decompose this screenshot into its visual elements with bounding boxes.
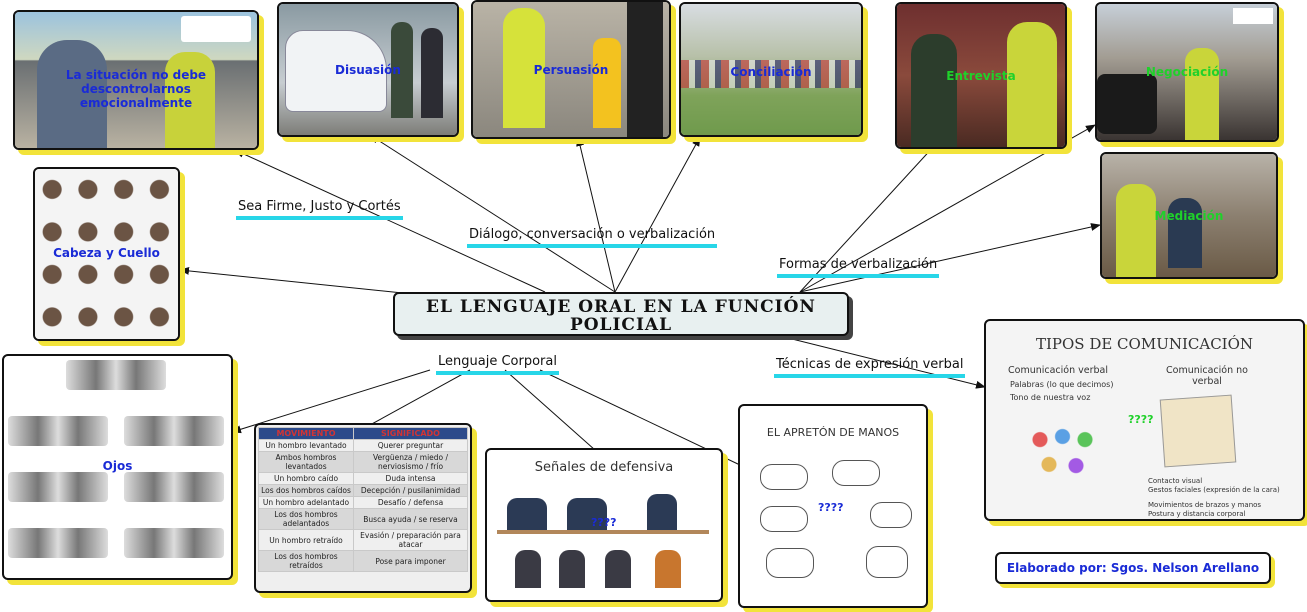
tipos-noverbal-item: Gestos faciales (expresión de la cara) (1148, 486, 1280, 494)
table-cell: Evasión / preparación para atacar (353, 529, 468, 551)
defensiva-title: Señales de defensiva (534, 460, 674, 475)
photo-negociacion: Negociación (1095, 2, 1279, 142)
table-cell: Un hombro adelantado (257, 496, 355, 509)
apreton-question: ???? (818, 501, 844, 514)
photo-conciliacion: Conciliación (679, 2, 863, 137)
table-cell: Los dos hombros caídos (257, 484, 355, 497)
branch-corporal: Lenguaje Corporal (436, 354, 559, 375)
slide-defensiva: Señales de defensiva ???? (485, 448, 723, 602)
tipos-noverbal-item: Contacto visual (1148, 477, 1203, 485)
movement-table: MOVIMIENTO SIGNIFICADO Un hombro levanta… (257, 427, 468, 572)
branch-firme: Sea Firme, Justo y Cortés (236, 199, 403, 220)
table-header-significado: SIGNIFICADO (353, 427, 468, 440)
photo-persuasion: Persuasión (471, 0, 671, 139)
table-cell: Un hombro caído (257, 472, 355, 485)
table-cell: Los dos hombros adelantados (257, 508, 355, 530)
table-cell: Los dos hombros retraídos (257, 550, 355, 572)
label-conciliacion: Conciliación (730, 65, 812, 79)
branch-formas: Formas de verbalización (777, 257, 940, 278)
table-cell: Pose para imponer (353, 550, 468, 572)
photo-disuasion: Disuasión (277, 2, 459, 137)
central-title: EL LENGUAJE ORAL EN LA FUNCIÓN POLICIAL (393, 292, 849, 336)
table-cell: Querer preguntar (353, 439, 468, 452)
label-situacion: La situación no debe descontrolarnos emo… (65, 68, 207, 110)
tipos-verbal-item: Tono de nuestra voz (1010, 393, 1091, 402)
label-mediacion: Mediación (1154, 209, 1224, 223)
branch-dialogo: Diálogo, conversación o verbalización (467, 227, 718, 248)
tipos-question: ???? (1128, 413, 1154, 426)
table-cell: Un hombro levantado (257, 439, 355, 452)
table-cell: Vergüenza / miedo / nerviosismo / frío (353, 451, 468, 473)
slide-apreton-manos: EL APRETÓN DE MANOS ???? (738, 404, 928, 608)
apreton-title: EL APRETÓN DE MANOS (766, 426, 900, 439)
slide-tipos-comunicacion: TIPOS DE COMUNICACIÓN Comunicación verba… (984, 319, 1305, 521)
table-cell: Desafío / defensa (353, 496, 468, 509)
tipos-verbal-item: Palabras (lo que decimos) (1010, 380, 1114, 389)
label-ojos: Ojos (102, 459, 133, 473)
table-cell: Un hombro retraído (257, 529, 355, 551)
photo-entrevista: Entrevista (895, 2, 1067, 149)
table-hombros: MOVIMIENTO SIGNIFICADO Un hombro levanta… (254, 423, 472, 593)
table-cell: Duda intensa (353, 472, 468, 485)
author-signature: Elaborado por: Sgos. Nelson Arellano (995, 552, 1271, 584)
defensiva-question: ???? (591, 516, 617, 529)
tipos-noverbal-heading: Comunicación no verbal (1166, 365, 1248, 387)
label-entrevista: Entrevista (946, 69, 1016, 83)
tipos-noverbal-item: Postura y distancia corporal (1148, 510, 1246, 518)
label-persuasion: Persuasión (533, 63, 609, 77)
photo-situacion: La situación no debe descontrolarnos emo… (13, 10, 259, 150)
table-header-movimiento: MOVIMIENTO (257, 427, 355, 440)
tipos-verbal-heading: Comunicación verbal (1008, 365, 1109, 376)
branch-tecnicas: Técnicas de expresión verbal (774, 357, 966, 378)
photo-cabeza-cuello: Cabeza y Cuello (33, 167, 180, 341)
tipos-noverbal-item: Movimientos de brazos y manos (1148, 501, 1262, 509)
tipos-title: TIPOS DE COMUNICACIÓN (1035, 335, 1254, 353)
table-cell: Decepción / pusilanimidad (353, 484, 468, 497)
photo-ojos: Ojos (2, 354, 233, 580)
table-cell: Busca ayuda / se reserva (353, 508, 468, 530)
label-cabeza-cuello: Cabeza y Cuello (53, 246, 160, 260)
label-negociacion: Negociación (1145, 65, 1229, 79)
photo-mediacion: Mediación (1100, 152, 1278, 279)
label-disuasion: Disuasión (335, 63, 401, 77)
table-cell: Ambos hombros levantados (257, 451, 355, 473)
